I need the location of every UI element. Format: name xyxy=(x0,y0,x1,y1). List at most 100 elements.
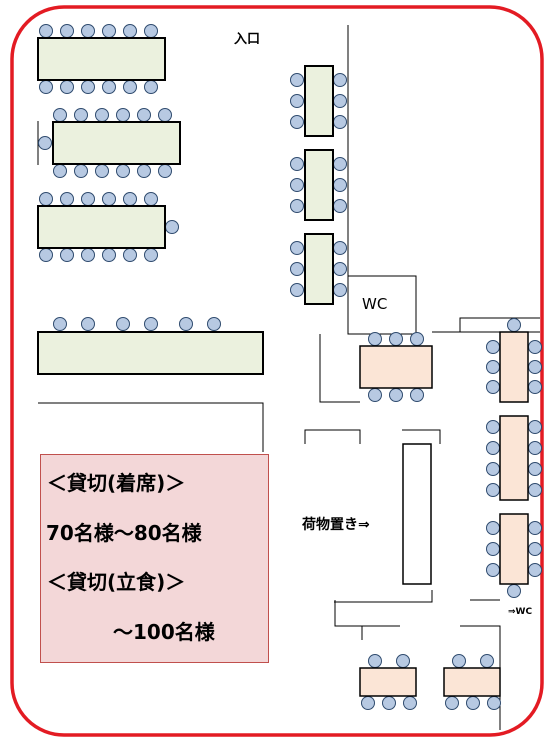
chair xyxy=(396,654,410,668)
chair xyxy=(486,441,500,455)
luggage-shelf xyxy=(402,443,432,585)
chair xyxy=(368,332,382,346)
chair xyxy=(528,462,542,476)
chair xyxy=(528,542,542,556)
chair xyxy=(290,94,304,108)
chair xyxy=(60,80,74,94)
chair xyxy=(486,542,500,556)
chair xyxy=(333,178,347,192)
chair xyxy=(486,563,500,577)
chair xyxy=(452,654,466,668)
chair xyxy=(144,80,158,94)
entrance-label: 入口 xyxy=(234,32,261,47)
chair xyxy=(102,192,116,206)
chair xyxy=(123,24,137,38)
chair xyxy=(507,318,521,332)
chair xyxy=(333,157,347,171)
chair xyxy=(507,584,521,598)
table xyxy=(499,331,529,403)
chair xyxy=(39,80,53,94)
chair xyxy=(368,388,382,402)
chair xyxy=(403,696,417,710)
chair xyxy=(290,241,304,255)
chair xyxy=(123,80,137,94)
chair xyxy=(389,332,403,346)
table xyxy=(443,667,501,697)
chair xyxy=(480,654,494,668)
chair xyxy=(116,108,130,122)
chair xyxy=(486,420,500,434)
chair xyxy=(486,521,500,535)
table xyxy=(37,331,264,375)
chair xyxy=(60,248,74,262)
chair xyxy=(39,248,53,262)
chair xyxy=(528,340,542,354)
chair xyxy=(290,283,304,297)
chair xyxy=(333,241,347,255)
chair xyxy=(487,696,501,710)
luggage-label: 荷物置き⇒ xyxy=(302,517,370,533)
chair xyxy=(60,24,74,38)
chair xyxy=(290,199,304,213)
chair xyxy=(290,178,304,192)
chair xyxy=(123,192,137,206)
chair xyxy=(333,199,347,213)
chair xyxy=(486,462,500,476)
info-box: ＜貸切(着席)＞ 70名様～80名様 ＜貸切(立食)＞ ～100名様 xyxy=(40,454,269,663)
info-seated-capacity: 70名様～80名様 xyxy=(46,521,202,545)
table xyxy=(359,345,433,389)
chair xyxy=(528,483,542,497)
table xyxy=(304,65,334,137)
chair xyxy=(207,317,221,331)
chair xyxy=(158,164,172,178)
table xyxy=(52,121,181,165)
chair xyxy=(60,192,74,206)
chair xyxy=(81,192,95,206)
chair xyxy=(39,24,53,38)
chair xyxy=(123,248,137,262)
chairs xyxy=(38,24,542,710)
table xyxy=(37,37,166,81)
chair xyxy=(137,108,151,122)
chair xyxy=(144,248,158,262)
chair xyxy=(116,164,130,178)
table xyxy=(499,415,529,501)
chair xyxy=(410,388,424,402)
chair xyxy=(95,108,109,122)
chair xyxy=(382,696,396,710)
chair xyxy=(486,380,500,394)
table xyxy=(304,233,334,305)
chair xyxy=(389,388,403,402)
chair xyxy=(38,136,52,150)
wc-room-label: WC xyxy=(362,295,388,313)
chair xyxy=(466,696,480,710)
chair xyxy=(290,73,304,87)
chair xyxy=(102,80,116,94)
chair xyxy=(445,696,459,710)
info-standing-heading: ＜貸切(立食)＞ xyxy=(47,570,186,594)
chair xyxy=(81,80,95,94)
chair xyxy=(290,262,304,276)
wc-arrow-label: ⇒WC xyxy=(508,607,533,617)
chair xyxy=(290,157,304,171)
chair xyxy=(368,654,382,668)
chair xyxy=(53,108,67,122)
chair xyxy=(95,164,109,178)
chair xyxy=(528,360,542,374)
tables xyxy=(37,37,529,697)
chair xyxy=(144,192,158,206)
chair xyxy=(81,317,95,331)
chair xyxy=(333,262,347,276)
chair xyxy=(333,94,347,108)
chair xyxy=(53,317,67,331)
chair xyxy=(144,317,158,331)
chair xyxy=(53,164,67,178)
venue-outline xyxy=(10,5,544,737)
chair xyxy=(102,24,116,38)
chair xyxy=(81,24,95,38)
chair xyxy=(165,220,179,234)
chair xyxy=(528,441,542,455)
chair xyxy=(144,24,158,38)
chair xyxy=(410,332,424,346)
